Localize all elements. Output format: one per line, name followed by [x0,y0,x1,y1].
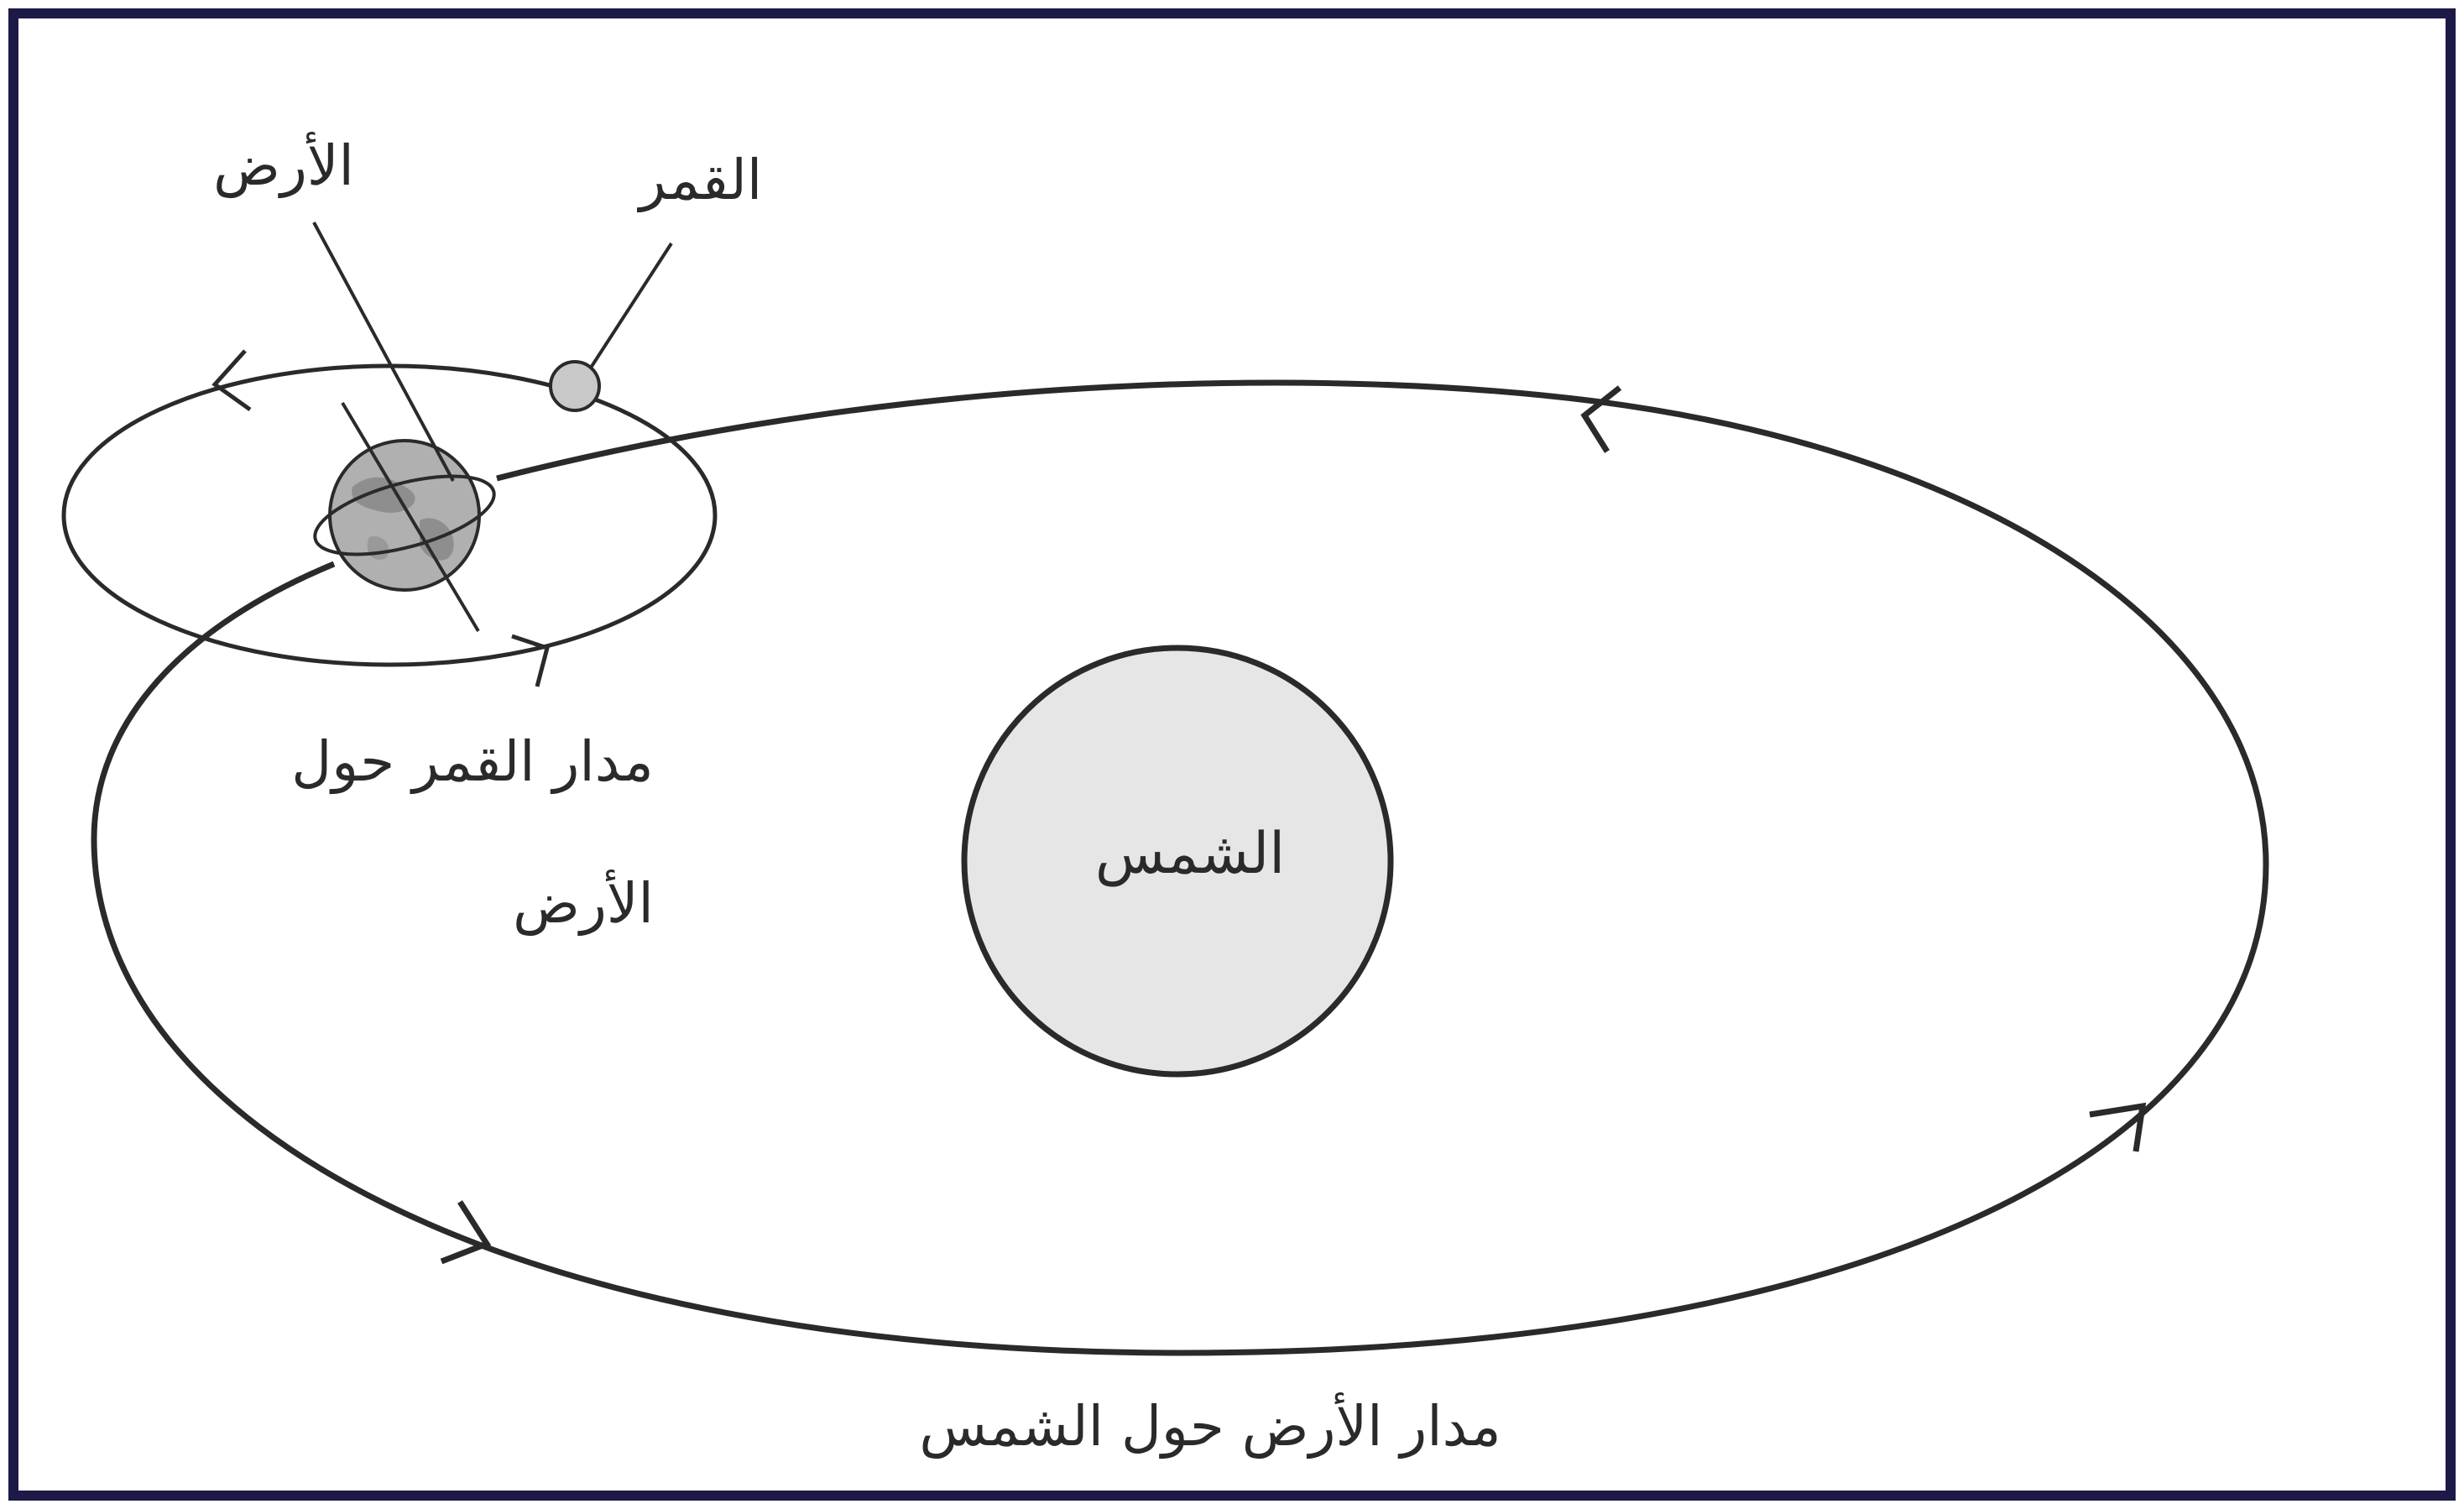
moon-orbit-arrow-top [211,349,252,412]
moon-leader-line [589,242,673,369]
moon-circle [549,360,601,412]
earth-leader-line [312,222,455,482]
earth-orbit-arrow-bottom-right [2089,1102,2147,1152]
earth-orbit-path [91,379,2269,1356]
earth-orbit-arrow-bottom-left [440,1200,492,1265]
earth-label: الأرض [213,133,354,198]
earth-orbit-arrow-top [1580,385,1622,453]
moon-orbit-arrow-bottom [511,634,551,687]
moon-orbit-label-line2: الأرض [513,871,654,936]
sun-label: الشمس [1094,821,1286,887]
moon-orbit-label-line1: مدار القمر حول [291,729,654,794]
moon-label: القمر [639,148,763,212]
earth-orbit-label: مدار الأرض حول الشمس [919,1394,1501,1459]
earth-globe [313,401,496,633]
sun-circle [961,645,1394,1078]
